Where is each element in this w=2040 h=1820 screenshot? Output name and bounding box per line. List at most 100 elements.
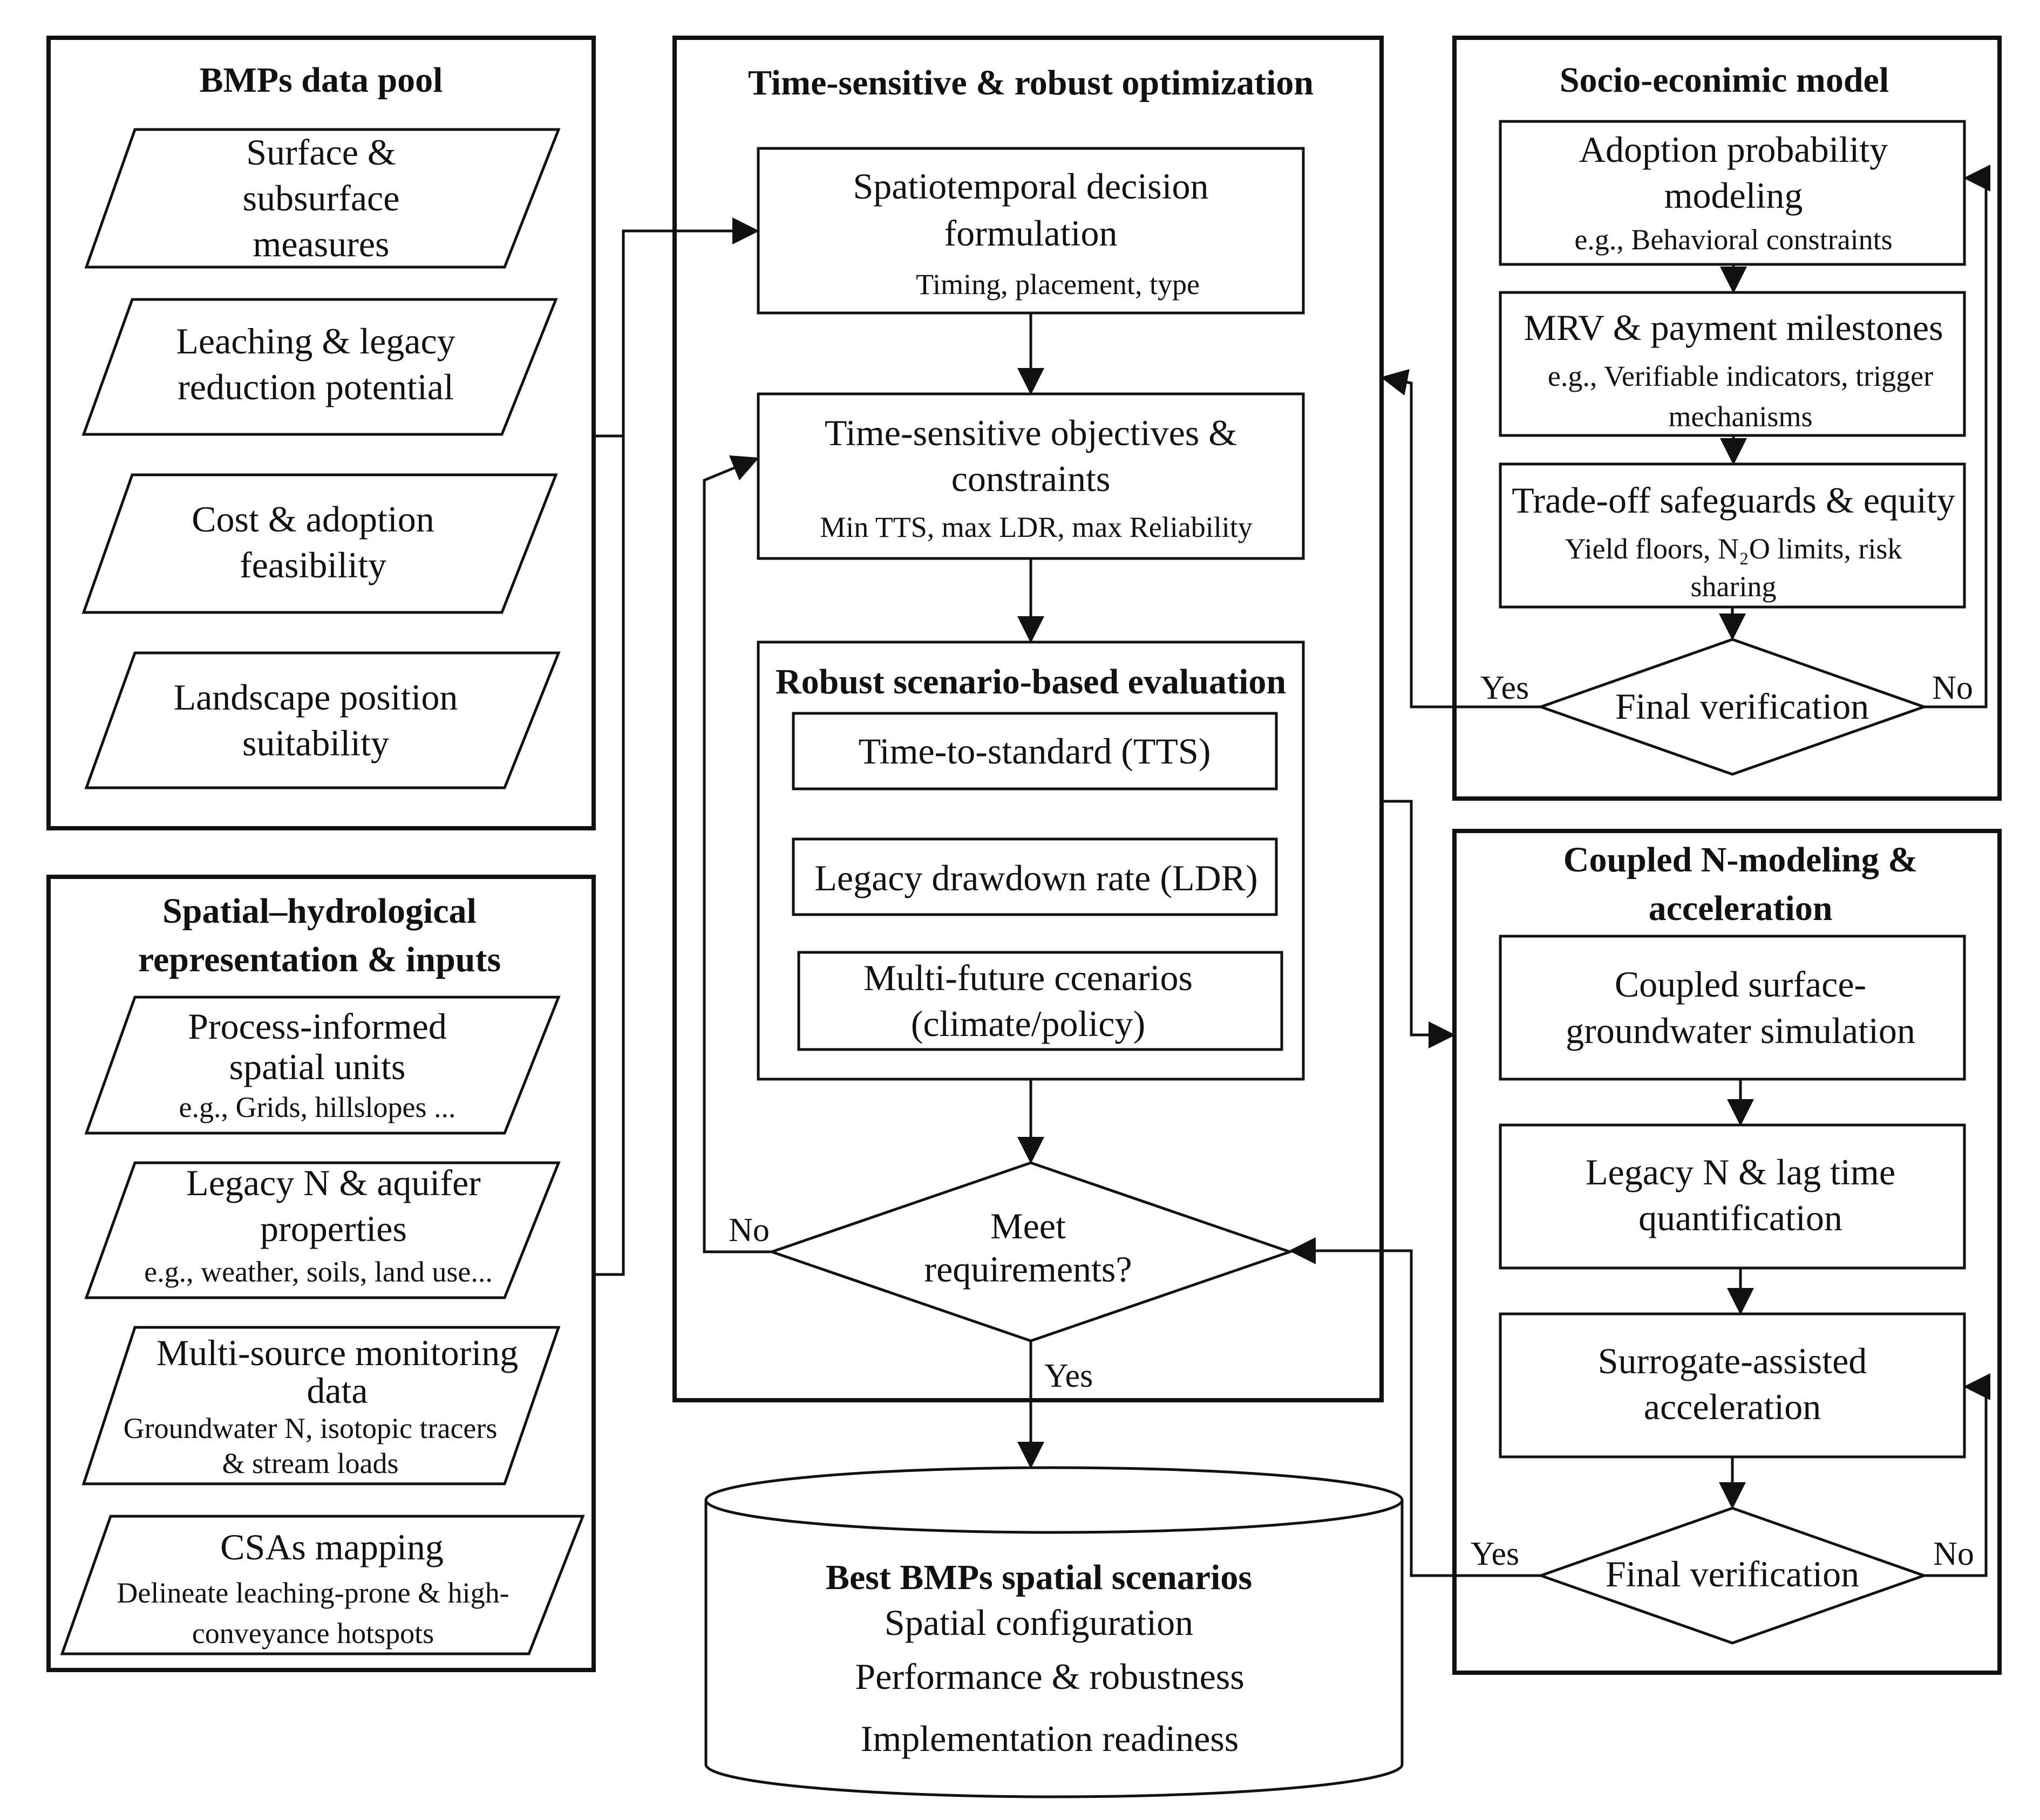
svg-text:(climate/policy): (climate/policy) — [911, 1003, 1145, 1044]
svg-text:Multi-future ccenarios: Multi-future ccenarios — [863, 957, 1193, 998]
svg-text:Surface &: Surface & — [246, 132, 396, 173]
socio-final-verification-diamond: Final verification — [1536, 638, 1928, 776]
best-bmp-scenarios-cylinder: Best BMPs spatial scenarios Spatial conf… — [704, 1466, 1404, 1798]
coupled-yes-label: Yes — [1471, 1536, 1519, 1572]
svg-text:Legacy drawdown rate (LDR): Legacy drawdown rate (LDR) — [814, 857, 1257, 898]
svg-text:measures: measures — [253, 223, 389, 264]
robust-evaluation-box: Robust scenario-based evaluation Time-to… — [757, 640, 1305, 1081]
svg-text:Performance & robustness: Performance & robustness — [855, 1656, 1244, 1697]
svg-text:Final verification: Final verification — [1615, 686, 1869, 727]
arrow-optimization-to-coupled — [1382, 800, 1456, 1048]
coupled-panel — [1452, 829, 2002, 1675]
svg-text:reduction potential: reduction potential — [178, 366, 454, 407]
svg-text:Trade-off safeguards & equity: Trade-off safeguards & equity — [1512, 480, 1955, 521]
bmp-item-cost-adoption: Cost & adoption feasibility — [81, 473, 558, 614]
bmp-item-surface-subsurface: Surface & subsurface measures — [84, 128, 561, 269]
robust-evaluation-title: Robust scenario-based evaluation — [776, 662, 1286, 701]
svg-text:mechanisms: mechanisms — [1669, 400, 1813, 433]
svg-text:feasibility: feasibility — [240, 544, 386, 585]
coupled-title: Coupled N-modeling & — [1563, 840, 1917, 880]
arrow-coupled-yes-to-meet — [1289, 1237, 1541, 1577]
svg-text:requirements?: requirements? — [924, 1249, 1132, 1290]
arrow-no-loop-to-objectives — [703, 455, 772, 1253]
coupled-title-line2: acceleration — [1649, 889, 1833, 928]
svg-text:CSAs mapping: CSAs mapping — [220, 1526, 444, 1567]
arrow-socio-yes-to-optimization — [1381, 369, 1541, 708]
svg-text:groundwater simulation: groundwater simulation — [1566, 1010, 1915, 1051]
svg-text:Legacy N & aquifer: Legacy N & aquifer — [186, 1162, 481, 1203]
svg-text:e.g., weather, soils, land use: e.g., weather, soils, land use... — [144, 1256, 493, 1288]
svg-text:Legacy N & lag time: Legacy N & lag time — [1586, 1151, 1895, 1192]
arrow-bmp-to-decision — [594, 217, 759, 438]
svg-text:suitability: suitability — [242, 722, 389, 764]
ldr-box — [792, 837, 1278, 916]
svg-text:Leaching & legacy: Leaching & legacy — [176, 321, 455, 362]
socio-title: Socio-econimic model — [1560, 60, 1889, 100]
meet-no-label: No — [729, 1212, 770, 1249]
svg-text:Spatial configuration: Spatial configuration — [885, 1602, 1193, 1643]
arrow-socio-no-loop — [1924, 165, 1990, 708]
svg-text:Process-informed: Process-informed — [188, 1006, 447, 1047]
svg-text:Surrogate-assisted: Surrogate-assisted — [1598, 1340, 1867, 1381]
decision-formulation-box: Spatiotemporal decision formulation Timi… — [757, 147, 1305, 315]
svg-text:constraints: constraints — [951, 458, 1111, 499]
socio-no-label: No — [1932, 670, 1973, 706]
adoption-probability-box: Adoption probability modeling e.g., Beha… — [1499, 120, 1966, 266]
optimization-title: Time-sensitive & robust optimization — [748, 63, 1314, 103]
result-title: Best BMPs spatial scenarios — [826, 1558, 1252, 1597]
spatial-item-monitoring-data: Multi-source monitoring data Groundwater… — [81, 1326, 561, 1485]
tradeoff-safeguards-box: Trade-off safeguards & equity Yield floo… — [1499, 462, 1966, 609]
svg-text:Groundwater N, isotopic tracer: Groundwater N, isotopic tracers — [124, 1412, 498, 1444]
svg-text:MRV & payment milestones: MRV & payment milestones — [1524, 307, 1943, 348]
spatial-title-line2: representation & inputs — [138, 940, 501, 979]
svg-text:data: data — [307, 1370, 368, 1411]
svg-text:Cost & adoption: Cost & adoption — [192, 499, 434, 540]
bmp-item-leaching-reduction: Leaching & legacy reduction potential — [81, 298, 558, 436]
svg-text:Meet: Meet — [990, 1205, 1066, 1246]
socio-panel — [1452, 36, 2002, 801]
spatial-title: Spatial–hydrological — [162, 891, 477, 931]
svg-text:Time-to-standard (TTS): Time-to-standard (TTS) — [859, 731, 1211, 772]
spatial-item-csas-mapping: CSAs mapping Delineate leaching-prone & … — [60, 1515, 585, 1655]
svg-text:Coupled surface-: Coupled surface- — [1615, 964, 1866, 1005]
multi-future-box — [797, 951, 1283, 1051]
svg-text:Timing, placement, type: Timing, placement, type — [916, 268, 1200, 301]
surrogate-acceleration-box: Surrogate-assisted acceleration — [1499, 1312, 1966, 1458]
svg-text:sharing: sharing — [1691, 570, 1777, 603]
svg-text:Implementation readiness: Implementation readiness — [861, 1718, 1239, 1759]
svg-text:Spatiotemporal decision: Spatiotemporal decision — [853, 166, 1208, 207]
coupled-no-label: No — [1933, 1536, 1974, 1572]
coupled-simulation-box: Coupled surface- groundwater simulation — [1499, 935, 1966, 1081]
meet-yes-label: Yes — [1044, 1358, 1093, 1394]
svg-text:conveyance hotspots: conveyance hotspots — [192, 1617, 434, 1649]
bmp-item-landscape-position: Landscape position suitability — [84, 651, 561, 789]
mrv-payment-box: MRV & payment milestones e.g., Verifiabl… — [1499, 291, 1966, 437]
spatial-item-process-units: Process-informed spatial units e.g., Gri… — [84, 996, 561, 1135]
svg-text:Final verification: Final verification — [1606, 1553, 1859, 1594]
svg-text:e.g., Verifiable indicators, t: e.g., Verifiable indicators, trigger — [1548, 360, 1933, 392]
socio-yes-label: Yes — [1480, 670, 1529, 706]
svg-text:spatial units: spatial units — [229, 1046, 406, 1087]
bmp-pool-title: BMPs data pool — [199, 60, 443, 100]
svg-text:& stream loads: & stream loads — [222, 1447, 399, 1480]
svg-text:e.g., Grids, hillslopes ...: e.g., Grids, hillslopes ... — [179, 1091, 456, 1123]
svg-text:formulation: formulation — [944, 213, 1117, 254]
svg-text:e.g., Behavioral constraints: e.g., Behavioral constraints — [1574, 223, 1892, 256]
svg-text:Delineate leaching-prone & hig: Delineate leaching-prone & high- — [117, 1577, 509, 1609]
svg-text:Multi-source monitoring: Multi-source monitoring — [157, 1332, 518, 1373]
svg-text:Adoption probability: Adoption probability — [1579, 129, 1888, 170]
svg-text:quantification: quantification — [1638, 1197, 1842, 1238]
arrow-coupled-no-loop — [1924, 1373, 1990, 1577]
objectives-constraints-box: Time-sensitive objectives & constraints … — [757, 392, 1305, 560]
svg-text:Landscape position: Landscape position — [174, 677, 458, 718]
optimization-panel — [672, 36, 1384, 1402]
line-spatial-to-decision — [594, 436, 625, 1276]
svg-text:Yield floors, N₂O limits, risk: Yield floors, N₂O limits, risk — [1565, 533, 1902, 565]
svg-text:subsurface: subsurface — [243, 178, 400, 219]
legacy-lag-box: Legacy N & lag time quantification — [1499, 1123, 1966, 1270]
svg-text:modeling: modeling — [1664, 175, 1803, 216]
spatial-item-legacy-aquifer: Legacy N & aquifer properties e.g., weat… — [84, 1161, 561, 1299]
bmp-pool-panel — [46, 36, 596, 830]
tts-box — [792, 712, 1278, 790]
